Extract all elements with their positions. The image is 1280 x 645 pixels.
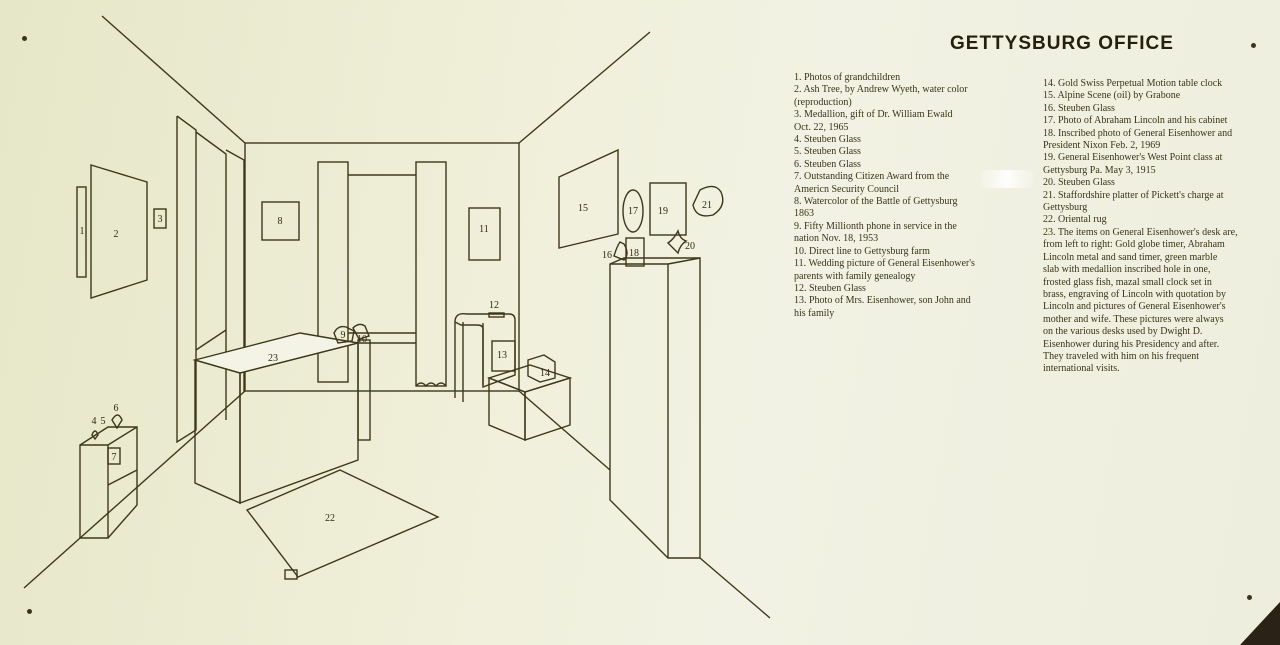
- label-15: 15: [578, 203, 588, 214]
- legend-line: brass, engraving of Lincoln with quotati…: [1043, 288, 1227, 300]
- label-6: 6: [114, 403, 119, 414]
- legend-line: 8. Watercolor of the Battle of Gettysbur…: [794, 196, 958, 208]
- bookcase: [609, 228, 701, 559]
- legend-line: 9. Fifty Millionth phone in service in t…: [794, 220, 957, 232]
- legend-line: slab with medallion inscribed hole in on…: [1043, 264, 1211, 276]
- legend-line: 20. Steuben Glass: [1043, 177, 1115, 189]
- legend-line: on the various desks used by Dwight D.: [1043, 326, 1203, 338]
- legend-line: 17. Photo of Abraham Lincoln and his cab…: [1043, 115, 1228, 127]
- legend-line: 18. Inscribed photo of General Eisenhowe…: [1043, 127, 1233, 139]
- left-shelf: [79, 414, 138, 539]
- legend-line: (reproduction): [794, 96, 852, 108]
- legend-line: 6. Steuben Glass: [794, 158, 861, 170]
- legend-line: Gettysburg: [1043, 202, 1088, 214]
- mounting-screw: [1247, 595, 1252, 600]
- label-22: 22: [325, 513, 335, 524]
- legend-line: Eisenhower during his Presidency and aft…: [1043, 338, 1220, 350]
- label-13: 13: [497, 350, 507, 361]
- label-17: 17: [628, 206, 638, 217]
- label-14: 14: [540, 368, 550, 379]
- desk: [192, 323, 371, 505]
- legend-line: 16. Steuben Glass: [1043, 102, 1115, 114]
- legend-line: his family: [794, 307, 835, 319]
- label-20: 20: [685, 241, 695, 252]
- legend-line: frosted glass fish, mazal small clock se…: [1043, 276, 1212, 288]
- label-19: 19: [658, 206, 668, 217]
- legend-line: 14. Gold Swiss Perpetual Motion table cl…: [1043, 78, 1223, 89]
- legend-line: Lincoln metal and sand timer, green marb…: [1043, 251, 1218, 263]
- legend-line: 15. Alpine Scene (oil) by Grabone: [1043, 90, 1181, 102]
- legend-line: President Nixon Feb. 2, 1969: [1043, 140, 1161, 152]
- label-16: 16: [602, 250, 612, 261]
- label-5: 5: [101, 416, 106, 427]
- legend-line: parents with family genealogy: [794, 270, 916, 282]
- legend-line: 10. Direct line to Gettysburg farm: [794, 245, 930, 257]
- label-4: 4: [92, 416, 97, 427]
- wall-frames: [76, 148, 724, 299]
- legend-line: Oct. 22, 1965: [794, 121, 849, 133]
- legend-line: 13. Photo of Mrs. Eisenhower, son John a…: [794, 295, 971, 307]
- legend-line: nation Nov. 18, 1953: [794, 233, 879, 245]
- mounting-screw: [22, 36, 27, 41]
- legend-line: 2. Ash Tree, by Andrew Wyeth, water colo…: [794, 84, 968, 96]
- item-number-labels: 1 2 3 4 5 6 7 8 9 10 11 12 13 14 15 16 1…: [80, 200, 713, 524]
- legend-line: 7. Outstanding Citizen Award from the: [794, 171, 950, 183]
- legend-line: Gettysburg Pa. May 3, 1915: [1043, 164, 1156, 176]
- mounting-screw: [27, 609, 32, 614]
- room-walls: [23, 15, 771, 619]
- legend-line: 22. Oriental rug: [1043, 214, 1107, 226]
- legend-line: 3. Medallion, gift of Dr. William Ewald: [794, 109, 953, 121]
- legend-line: 12. Steuben Glass: [794, 282, 866, 294]
- legend-line: from left to right: Gold globe timer, Ab…: [1043, 239, 1225, 251]
- back-window: [317, 161, 447, 388]
- side-table: [486, 340, 573, 442]
- label-21: 21: [702, 200, 712, 211]
- label-2: 2: [114, 229, 119, 240]
- legend-line: 5. Steuben Glass: [794, 146, 861, 158]
- label-1: 1: [80, 226, 85, 237]
- legend-line: 4. Steuben Glass: [794, 134, 861, 146]
- label-8: 8: [278, 216, 283, 227]
- label-3: 3: [158, 214, 163, 225]
- label-18: 18: [629, 248, 639, 259]
- label-10: 10: [357, 334, 367, 345]
- legend-line: 1. Photos of grandchildren: [794, 72, 901, 83]
- legend-line: Lincoln and pictures of General Eisenhow…: [1043, 301, 1226, 313]
- legend-line: Americn Security Council: [794, 183, 899, 195]
- legend-line: They traveled with him on his frequent: [1043, 350, 1200, 362]
- label-7: 7: [112, 452, 117, 463]
- label-9: 9: [341, 330, 346, 341]
- legend-column-right: 14. Gold Swiss Perpetual Motion table cl…: [1043, 78, 1243, 376]
- placard-title: GETTYSBURG OFFICE: [950, 33, 1174, 54]
- legend-line: 21. Staffordshire platter of Pickett's c…: [1043, 189, 1224, 201]
- label-12: 12: [489, 300, 499, 311]
- label-23: 23: [268, 353, 278, 364]
- legend-line: mother and wife. These pictures were alw…: [1043, 313, 1224, 325]
- label-11: 11: [479, 224, 489, 235]
- rug: [245, 469, 440, 580]
- legend-line: 19. General Eisenhower's West Point clas…: [1043, 152, 1223, 164]
- legend-line: international visits.: [1043, 363, 1120, 375]
- mounting-screw: [1251, 43, 1256, 48]
- legend-line: 11. Wedding picture of General Eisenhowe…: [794, 258, 975, 270]
- left-door: [176, 115, 245, 444]
- legend-line: 1863: [794, 208, 814, 220]
- legend-line: 23. The items on General Eisenhower's de…: [1043, 226, 1238, 238]
- radiator: [454, 312, 516, 402]
